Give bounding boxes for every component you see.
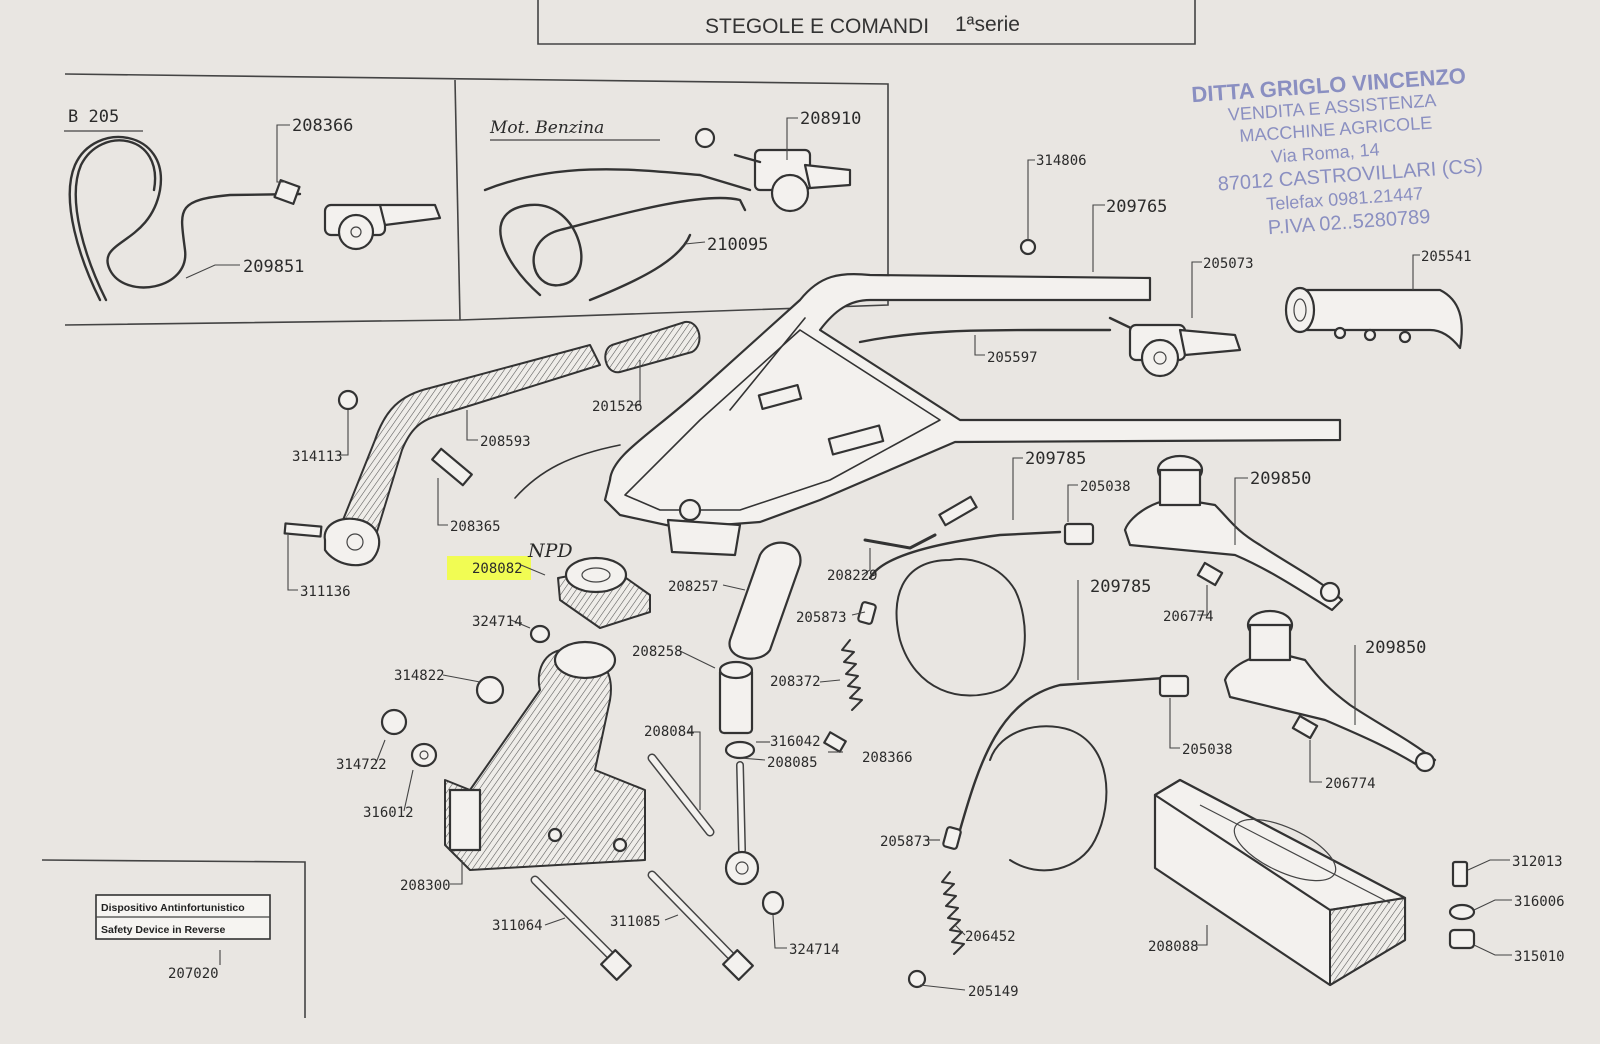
safety-label-it: Dispositivo Antinfortunistico	[101, 902, 245, 914]
part-label: 209850	[1250, 469, 1311, 489]
safety-label-en: Safety Device in Reverse	[101, 924, 225, 936]
part-label: 205149	[968, 984, 1019, 1000]
part-label: 314822	[394, 668, 445, 684]
fasteners-right	[1448, 860, 1476, 950]
throttle-205073	[858, 316, 1242, 378]
plate-208257	[728, 541, 802, 660]
part-label: 208365	[450, 519, 501, 535]
inset-title-b205: B 205	[68, 107, 119, 127]
part-label: 206774	[1325, 776, 1376, 792]
page-series: 1ªserie	[955, 13, 1020, 36]
part-label: 311136	[300, 584, 351, 600]
brake-lever-lower	[1158, 609, 1437, 773]
part-label-207020: 207020	[168, 966, 219, 982]
highlight-208082	[447, 556, 531, 580]
part-label: 208229	[827, 568, 878, 584]
page-title: STEGOLE E COMANDI	[705, 15, 929, 38]
ratchet-208082	[529, 556, 651, 644]
part-label: 209851	[243, 257, 304, 277]
part-label: 324714	[789, 942, 840, 958]
part-label: 210095	[707, 235, 768, 255]
part-label: 208366	[292, 116, 353, 136]
part-label: 205073	[1203, 256, 1254, 272]
part-label: 208372	[770, 674, 821, 690]
part-label: 314806	[1036, 153, 1087, 169]
part-label: 208910	[800, 109, 861, 129]
part-label: 208366	[862, 750, 913, 766]
part-label: 206774	[1163, 609, 1214, 625]
part-label: 205597	[987, 350, 1038, 366]
part-label: 208593	[480, 434, 531, 450]
leader-lines	[185, 117, 1512, 991]
header-title-box: STEGOLE E COMANDI 1ªserie	[537, 0, 1196, 45]
part-label: 205873	[880, 834, 931, 850]
part-label: 208085	[767, 755, 818, 771]
part-label: 205541	[1421, 249, 1472, 265]
part-label: 316012	[363, 805, 414, 821]
part-label: 208084	[644, 724, 695, 740]
bracket-208300	[380, 640, 646, 871]
part-label: 208088	[1148, 939, 1199, 955]
part-label: 208258	[632, 644, 683, 660]
dealer-stamp: DITTA GRIGLO VINCENZO VENDITA E ASSISTEN…	[1191, 63, 1484, 239]
part-label: 316042	[770, 734, 821, 750]
part-label: 315010	[1514, 949, 1565, 965]
cables-209785	[863, 495, 1167, 872]
part-label: 209850	[1365, 638, 1426, 658]
part-label: 314722	[336, 757, 387, 773]
part-label: 209785	[1090, 577, 1151, 597]
part-label: 205873	[796, 610, 847, 626]
part-label-highlighted: 208082	[472, 561, 523, 577]
part-label: 311064	[492, 918, 543, 934]
inset-b205-parts	[68, 135, 442, 302]
handlebar-frame	[603, 238, 1342, 557]
part-label: 312013	[1512, 854, 1563, 870]
brake-lever-upper	[1063, 454, 1344, 612]
part-label: 201526	[592, 399, 643, 415]
part-label: 311085	[610, 914, 661, 930]
part-label: 206452	[965, 929, 1016, 945]
lever-208593	[283, 320, 701, 567]
part-labels: 208366 209851 208910 210095 314806 20976…	[243, 109, 1565, 1000]
pins-and-bushes	[530, 660, 847, 981]
inset-benzina-parts	[483, 127, 852, 302]
handwritten-npd: NPD	[527, 540, 573, 562]
toolbox-208088	[1153, 778, 1407, 987]
part-label: 324714	[472, 614, 523, 630]
inset-panels: B 205 Mot. Benzina	[64, 73, 889, 326]
safety-device-panel: Dispositivo Antinfortunistico Safety Dev…	[41, 859, 306, 1018]
part-label: 205038	[1080, 479, 1131, 495]
part-label: 314113	[292, 449, 343, 465]
part-label: 205038	[1182, 742, 1233, 758]
springs	[841, 601, 965, 989]
part-label: 208257	[668, 579, 719, 595]
grip-205541	[1284, 286, 1463, 350]
part-label: 208300	[400, 878, 451, 894]
part-label: 316006	[1514, 894, 1565, 910]
part-label: 209765	[1106, 197, 1167, 217]
inset-title-mot-benzina: Mot. Benzina	[489, 118, 604, 138]
part-label: 209785	[1025, 449, 1086, 469]
